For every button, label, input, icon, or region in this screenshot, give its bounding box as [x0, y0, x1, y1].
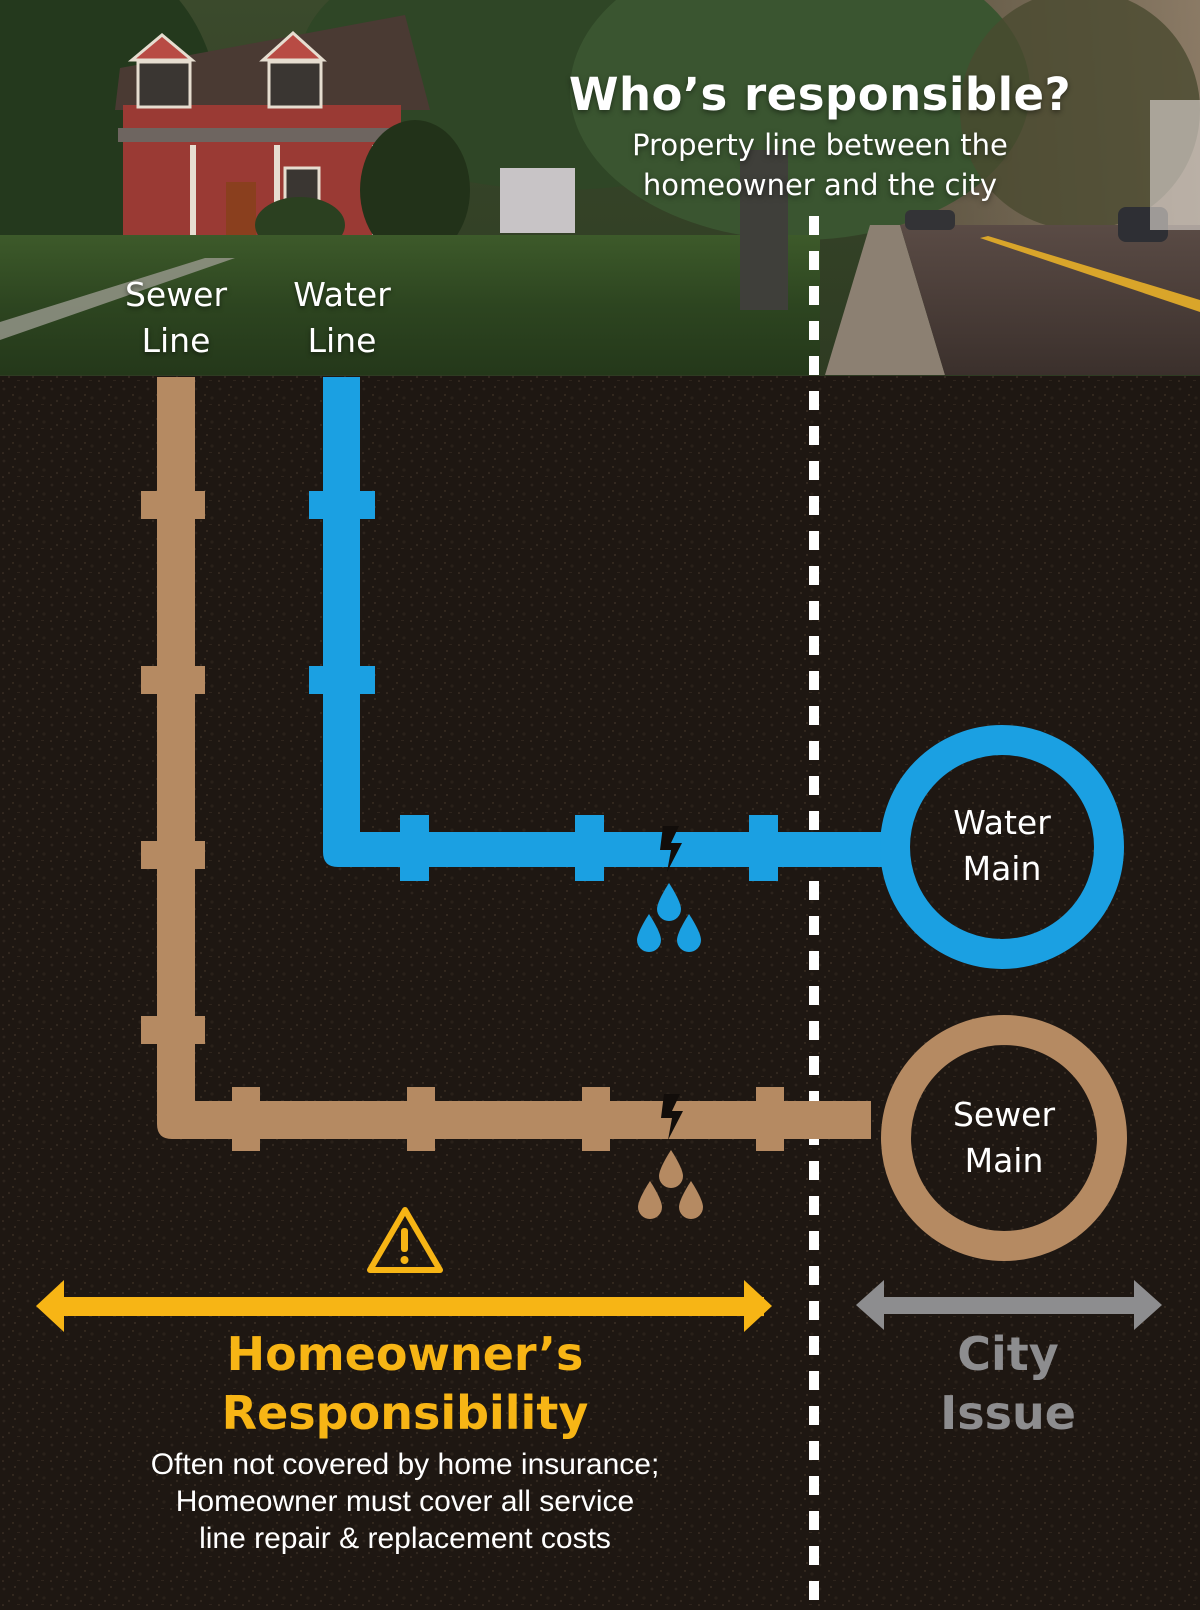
description-line: line repair & replacement costs: [199, 1522, 611, 1555]
page-title: Who’s responsible?: [568, 68, 1072, 121]
sewer-line-label: Sewer Line: [96, 272, 256, 364]
sewer-drops-icon: [638, 1150, 703, 1219]
water-crack-icon: [660, 826, 682, 872]
description-line: Homeowner must cover all service: [175, 1485, 635, 1518]
homeowner-responsibility-heading: Homeowner’s Responsibility: [80, 1325, 730, 1443]
water-line-label: Water Line: [262, 272, 422, 364]
heading-line: City: [957, 1327, 1059, 1381]
description-line: Often not covered by home insurance;: [150, 1448, 660, 1481]
water-drops-icon: [637, 883, 701, 952]
subtitle-line: Property line between the: [632, 128, 1008, 162]
heading-line: Responsibility: [221, 1386, 589, 1440]
label-line: Sewer: [124, 275, 228, 314]
label-line: Line: [141, 321, 211, 360]
sewer-crack-icon: [661, 1094, 683, 1140]
label-line: Main: [962, 849, 1042, 888]
label-line: Main: [964, 1141, 1044, 1180]
water-main-ring: [880, 725, 1124, 969]
label-line: Water: [293, 275, 391, 314]
soil-background: [0, 376, 1200, 1610]
heading-line: Issue: [940, 1386, 1076, 1440]
water-line-pipe: [309, 377, 890, 881]
label-line: Sewer: [952, 1095, 1056, 1134]
street-scene: [0, 0, 1200, 380]
warning-triangle-icon: [367, 1207, 443, 1273]
city-range-arrow: [856, 1280, 1162, 1330]
homeowner-responsibility-description: Often not covered by home insurance; Hom…: [60, 1446, 750, 1557]
homeowner-range-arrow: [36, 1280, 772, 1332]
sewer-main-ring: [881, 1015, 1127, 1261]
label-line: Line: [307, 321, 377, 360]
page-subtitle: Property line between the homeowner and …: [560, 125, 1080, 205]
heading-line: Homeowner’s: [226, 1327, 584, 1381]
subtitle-line: homeowner and the city: [642, 168, 998, 202]
label-line: Water: [953, 803, 1051, 842]
water-main-label: Water Main: [902, 800, 1102, 892]
sewer-main-label: Sewer Main: [904, 1092, 1104, 1184]
sewer-line-pipe: [141, 377, 871, 1151]
house-illustration: [115, 15, 575, 260]
city-issue-heading: City Issue: [900, 1325, 1116, 1443]
